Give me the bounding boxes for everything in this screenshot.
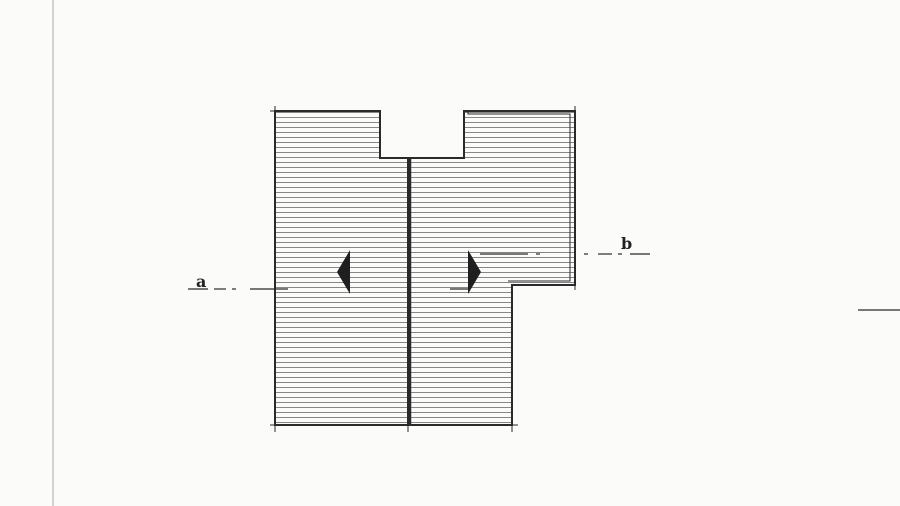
slope-arrow-left-icon [337,250,350,294]
parapet-line [467,111,571,282]
slope-arrow-right-icon [468,250,481,294]
roof-right-wing [407,110,576,426]
section-label-a: a [196,272,207,291]
corner-ticks [270,106,576,432]
section-label-b: b [621,234,633,253]
